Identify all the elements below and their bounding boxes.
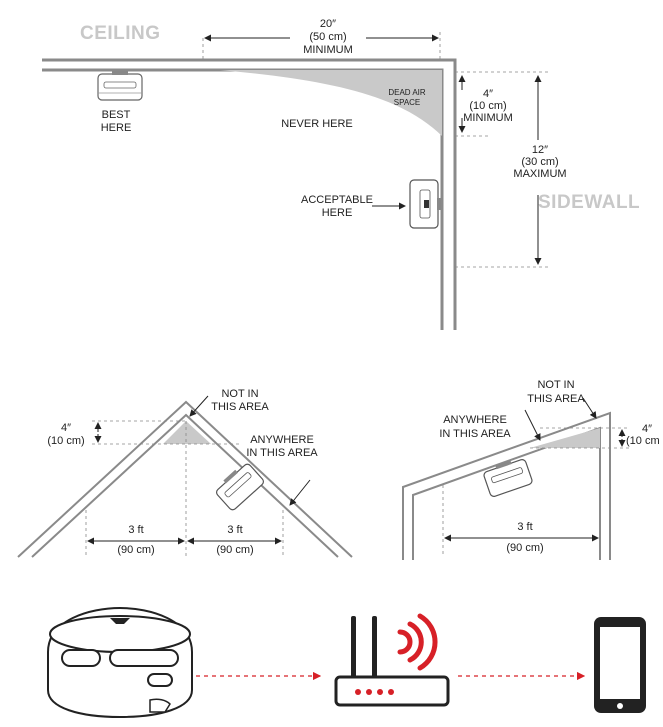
smoke-detector-icon (47, 606, 193, 719)
peak-anywhere-line1: ANYWHERE (250, 434, 314, 446)
slope-dim-4-value: 4″ (642, 423, 652, 435)
dim-12-value: 12″ (532, 144, 548, 156)
slope-not-in-line2: THIS AREA (527, 393, 585, 405)
outer-wall-line (42, 58, 457, 330)
peak-not-in-line1: NOT IN (221, 388, 258, 400)
slope-anywhere-line1: ANYWHERE (443, 414, 507, 426)
peak-no-zone (163, 421, 211, 444)
dead-air-line2: SPACE (394, 98, 421, 107)
acceptable-line1: ACCEPTABLE (301, 194, 373, 206)
slope-dim-4-metric: (10 cm (626, 435, 660, 447)
connectivity-row (47, 606, 646, 719)
smartphone-icon (594, 617, 646, 713)
detector-acceptable-position (409, 179, 441, 229)
peak-detector (216, 463, 264, 511)
peaked-ceiling-diagram: 4″ (10 cm) NOT IN THIS AREA ANYWHERE IN … (17, 388, 353, 558)
dead-air-line1: DEAD AIR (388, 88, 426, 97)
peak-dim-4-metric: (10 cm) (47, 435, 84, 447)
wifi-router-icon (334, 613, 450, 707)
best-here-line1: BEST (102, 109, 131, 121)
slope-inner-line (412, 426, 601, 560)
dim-12-metric: (30 cm) (521, 156, 558, 168)
dim-20-metric: (50 cm) (309, 31, 346, 43)
peak-outer-line (17, 400, 353, 558)
slope-anywhere-line2: IN THIS AREA (439, 428, 511, 440)
slope-no-zone (530, 428, 600, 448)
peak-anywhere-line2: IN THIS AREA (246, 447, 318, 459)
peak-right-90cm: (90 cm) (216, 544, 253, 556)
dim-4-value: 4″ (483, 88, 493, 100)
slope-detector (483, 459, 533, 497)
ceiling-sidewall-diagram: CEILING SIDEWALL 20″ (50 cm) MINIMUM BES… (42, 18, 640, 330)
slope-not-in-line1: NOT IN (537, 379, 574, 391)
slope-90cm: (90 cm) (506, 542, 543, 554)
slope-outer-line (402, 411, 611, 560)
peak-not-in-line2: THIS AREA (211, 401, 269, 413)
dead-air-space (220, 70, 442, 136)
sidewall-label: SIDEWALL (538, 192, 640, 213)
sloped-ceiling-diagram: 4″ (10 cm NOT IN THIS AREA ANYWHERE IN T… (402, 379, 660, 560)
best-here-line2: HERE (101, 122, 132, 134)
acceptable-line2: HERE (322, 207, 353, 219)
never-here-label: NEVER HERE (281, 118, 353, 130)
peak-inner-line (31, 413, 339, 558)
peak-right-3ft: 3 ft (227, 524, 242, 536)
peak-left-3ft: 3 ft (128, 524, 143, 536)
dim-4-note: MINIMUM (463, 112, 513, 124)
peak-dim-4-value: 4″ (61, 422, 71, 434)
peak-left-90cm: (90 cm) (117, 544, 154, 556)
dim-20-value: 20″ (320, 18, 336, 30)
dim-20-note: MINIMUM (303, 44, 353, 56)
detector-best-position (97, 71, 143, 101)
ceiling-label: CEILING (80, 23, 161, 44)
dim-12-note: MAXIMUM (513, 168, 566, 180)
dim-4-metric: (10 cm) (469, 100, 506, 112)
slope-3ft: 3 ft (517, 521, 532, 533)
